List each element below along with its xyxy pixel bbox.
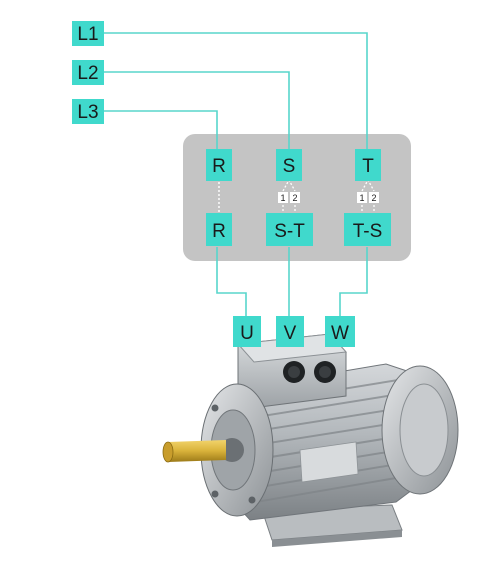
panel-r-bottom-label: R xyxy=(212,221,226,242)
panel-t-label: T xyxy=(362,156,374,177)
terminal-u: U xyxy=(233,316,261,347)
wire-r-to-u xyxy=(216,247,247,317)
panel-st-label: S-T xyxy=(274,221,305,242)
panel-terminal-s: S xyxy=(276,149,302,181)
line-l1-label: L1 xyxy=(77,24,98,45)
panel-ts-label: T-S xyxy=(353,221,383,242)
electric-motor-icon xyxy=(162,333,459,547)
terminal-v: V xyxy=(276,316,304,347)
panel-terminal-ts: T-S xyxy=(344,213,391,246)
wire-l1 xyxy=(104,32,368,150)
panel-s-label: S xyxy=(283,156,296,177)
panel-terminal-r-bottom: R xyxy=(206,213,232,246)
switch-right: 1 2 xyxy=(357,192,379,203)
switch-left-pos-1: 1 xyxy=(280,193,285,203)
panel-terminal-t: T xyxy=(355,149,381,181)
terminal-v-label: V xyxy=(284,323,297,344)
wire-ts-to-w xyxy=(339,247,368,317)
switch-right-pos-2: 2 xyxy=(371,193,376,203)
switch-left-pos-2: 2 xyxy=(292,193,297,203)
terminal-w: W xyxy=(325,316,355,347)
terminal-u-label: U xyxy=(240,323,254,344)
switch-right-pos-1: 1 xyxy=(359,193,364,203)
panel-r-top-label: R xyxy=(212,156,226,177)
line-l3: L3 xyxy=(72,99,104,124)
line-l1: L1 xyxy=(72,21,104,46)
panel-terminal-r-top: R xyxy=(206,149,232,181)
line-l2: L2 xyxy=(72,60,104,85)
panel-terminal-st: S-T xyxy=(266,213,313,246)
line-l3-label: L3 xyxy=(77,102,98,123)
terminal-w-label: W xyxy=(331,323,349,344)
wire-l3 xyxy=(104,110,218,150)
line-l2-label: L2 xyxy=(77,63,98,84)
wire-l2 xyxy=(104,71,290,150)
switch-left: 1 2 xyxy=(278,192,300,203)
wiring xyxy=(104,32,368,317)
